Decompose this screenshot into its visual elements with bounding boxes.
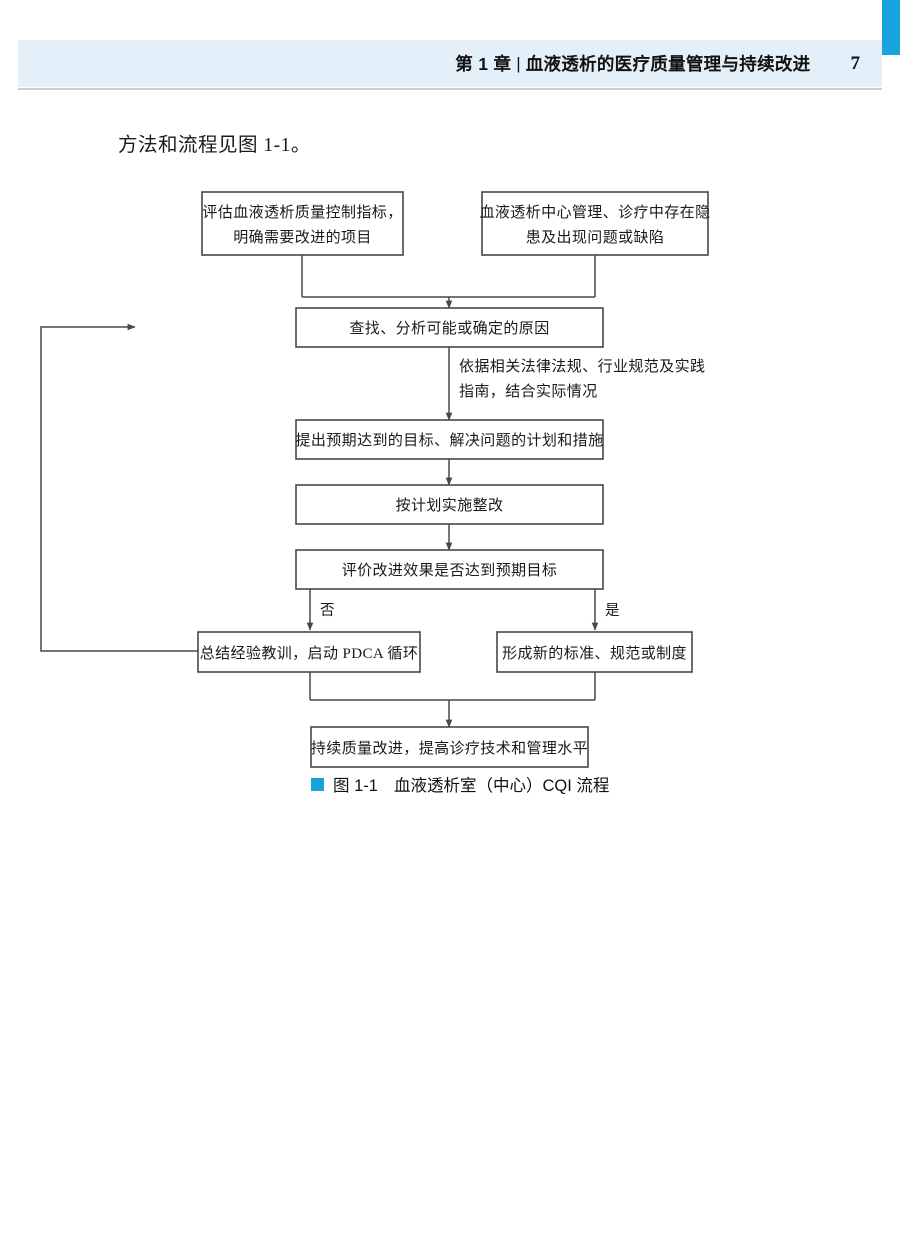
header-title: 血液透析的医疗质量管理与持续改进 [525, 54, 811, 74]
flow-node-issues-line2: 患及出现问题或缺陷 [526, 229, 665, 246]
flow-node-assess-line1: 评估血液透析质量控制指标， [202, 204, 402, 221]
flow-annotation-basis-line2: 指南，结合实际情况 [459, 383, 598, 400]
flow-node-outcome[interactable] [310, 726, 589, 768]
body-paragraph: 方法和流程见图 1-1。 [118, 135, 311, 156]
flow-node-analyze[interactable] [295, 307, 604, 348]
header-divider-rule [18, 88, 882, 90]
figure-caption-title: 血液透析室（中心）CQI 流程 [393, 777, 610, 795]
header-chapter-label: 第 1 章 [455, 54, 512, 74]
header-separator: | [516, 53, 521, 73]
connector-feedback-loop [40, 323, 198, 652]
flow-annotation-basis-line1: 依据相关法律法规、行业规范及实践 [459, 358, 705, 375]
flow-node-evaluate[interactable] [295, 549, 604, 590]
flow-node-implement[interactable] [295, 484, 604, 525]
page-header: 第 1 章 | 血液透析的医疗质量管理与持续改进 7 [18, 40, 882, 87]
flow-node-plan-label: 提出预期达到的目标、解决问题的计划和措施 [295, 432, 603, 449]
flow-node-outcome-label: 持续质量改进，提高诊疗技术和管理水平 [311, 740, 588, 757]
flow-branch-label-no: 否 [320, 603, 335, 619]
flow-node-assess-line2: 明确需要改进的项目 [233, 229, 372, 246]
square-bullet-icon [311, 777, 324, 791]
flow-node-analyze-label: 查找、分析可能或确定的原因 [349, 320, 549, 337]
flow-node-evaluate-label: 评价改进效果是否达到预期目标 [342, 562, 558, 579]
flow-node-new-standard-label: 形成新的标准、规范或制度 [502, 645, 687, 662]
page-number: 7 [850, 52, 861, 74]
flow-node-new-standard[interactable] [496, 631, 693, 673]
flow-node-issues[interactable] [481, 191, 709, 256]
header-accent-bar [882, 0, 900, 55]
flow-node-implement-label: 按计划实施整改 [396, 497, 504, 514]
flow-node-lessons-pdca[interactable] [197, 631, 421, 673]
figure-caption-label: 图 1-1 [333, 777, 378, 795]
figure-cqi-flowchart: 评估血液透析质量控制指标， 明确需要改进的项目 血液透析中心管理、诊疗中存在隐 … [0, 175, 900, 815]
flow-node-issues-line1: 血液透析中心管理、诊疗中存在隐 [479, 204, 710, 221]
page-header-content: 第 1 章 | 血液透析的医疗质量管理与持续改进 7 [18, 40, 882, 87]
flow-branch-label-yes: 是 [605, 603, 620, 619]
flow-node-lessons-pdca-label: 总结经验教训，启动 PDCA 循环 [200, 645, 419, 662]
flow-node-assess[interactable] [201, 191, 404, 256]
flow-node-plan[interactable] [295, 419, 604, 460]
figure-caption: 图 1-1 血液透析室（中心）CQI 流程 [311, 772, 609, 796]
